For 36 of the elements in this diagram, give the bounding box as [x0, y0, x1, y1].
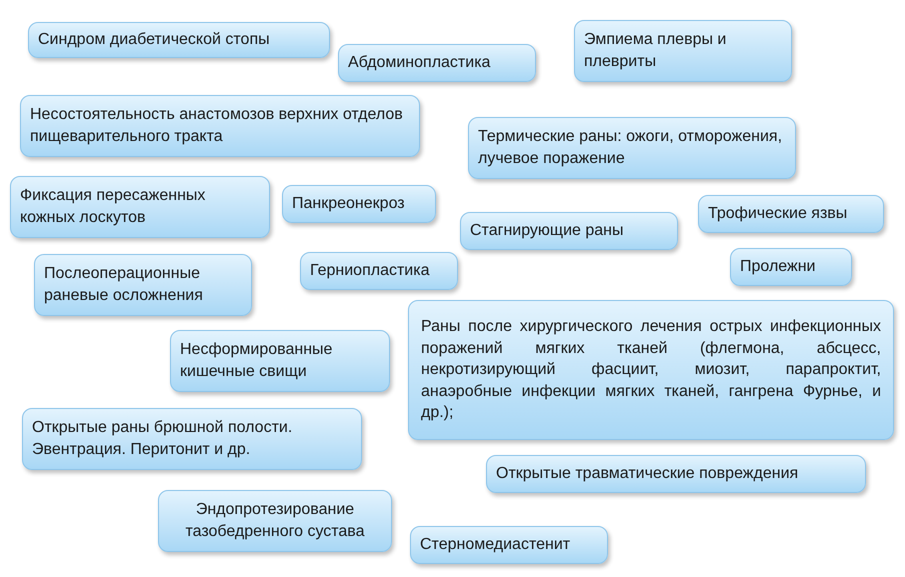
box-text: Герниопластика [310, 261, 430, 282]
box-text: Панкреонекроз [292, 194, 405, 214]
box-text: Абдоминопластика [348, 53, 490, 74]
topic-box [730, 248, 852, 286]
topic-box [468, 117, 796, 179]
box-text: Трофические язвы [708, 204, 848, 224]
topic-box [20, 95, 420, 157]
topic-box [486, 455, 866, 493]
box-text: Стагнирующие раны [470, 221, 624, 242]
box-text: Пролежни [740, 257, 816, 278]
box-text: Синдром диабетической стопы [38, 30, 270, 50]
box-text: Открытые травматические повреждения [496, 464, 798, 484]
topic-box [460, 212, 678, 250]
topic-box [22, 408, 362, 470]
box-text: Эмпиема плевры и плевриты [584, 30, 728, 72]
box-text: Фиксация пересаженных кожных лоскутов [20, 186, 206, 228]
topic-box [34, 254, 252, 316]
box-text: Открытые раны брюшной полости. Эвентрация. Перитонит и др. [32, 418, 294, 460]
topic-box [410, 526, 608, 564]
topic-box [10, 176, 270, 238]
topic-box [28, 22, 330, 58]
topic-box [158, 490, 392, 552]
topic-box [574, 20, 792, 82]
box-text: Стерномедиастенит [420, 535, 570, 556]
topic-box [300, 252, 458, 290]
topic-box [408, 300, 894, 440]
box-text: Эндопротезирование тазобедренного сустава [184, 500, 366, 542]
box-text: Несостоятельность анастомозов верхних отделов пищеварительного тракта [30, 105, 404, 147]
topic-box [282, 185, 436, 223]
box-text: Раны после хирургического лечения острых инфекционных поражений мягких тканей (флегмона, абсцесс, некротизирующий фасциит, миозит, парапроктит, анаэробные инфекции мягких тканей, гангрена Фурнье, и др.); [421, 317, 881, 424]
topic-box [698, 195, 884, 233]
box-text: Послеоперационные раневые осложнения [44, 264, 204, 306]
box-text: Несформированные кишечные свищи [180, 340, 334, 382]
topic-box [170, 330, 390, 392]
box-text: Термические раны: ожоги, отморожения, лучевое поражение [478, 127, 784, 169]
topic-box [338, 44, 536, 82]
